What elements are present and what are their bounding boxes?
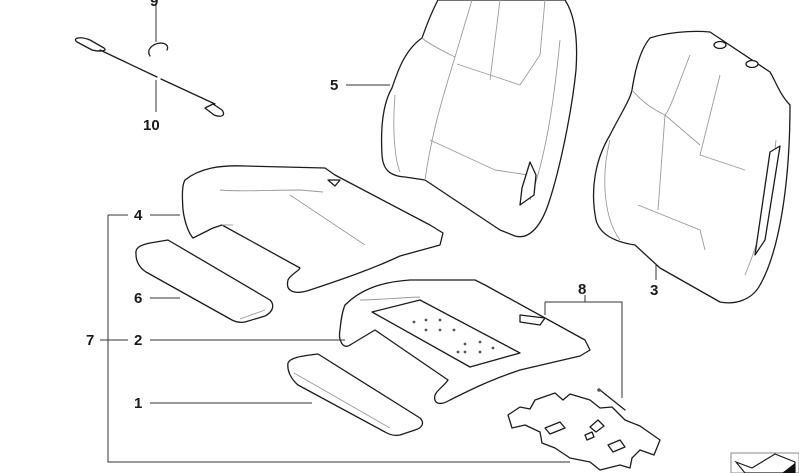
- callout-3[interactable]: 3: [650, 282, 659, 299]
- leader-8: [545, 301, 623, 398]
- seat-cover-part-4[interactable]: [181, 165, 444, 293]
- callout-6[interactable]: 6: [134, 290, 143, 307]
- heating-dots: [412, 318, 495, 354]
- assembly-bracket-7: [100, 214, 570, 463]
- part-reference-icon[interactable]: [730, 452, 799, 473]
- callout-5[interactable]: 5: [330, 77, 339, 94]
- backrest-cover-part-5[interactable]: [380, 0, 578, 238]
- heating-element-part-8[interactable]: [507, 388, 661, 471]
- callout-2[interactable]: 2: [134, 332, 143, 349]
- callout-1[interactable]: 1: [134, 395, 143, 412]
- callout-10[interactable]: 10: [143, 117, 160, 134]
- tension-wire-part-10[interactable]: [74, 37, 225, 117]
- backrest-foam-part-3[interactable]: [592, 30, 791, 304]
- seat-cushion-foam-part-2[interactable]: [338, 279, 591, 405]
- cushion-insert-part-6[interactable]: [135, 239, 274, 324]
- callout-4[interactable]: 4: [134, 207, 143, 224]
- callout-8[interactable]: 8: [578, 281, 587, 298]
- clip-part-9[interactable]: [148, 42, 169, 57]
- callout-7[interactable]: 7: [86, 332, 95, 349]
- callout-9[interactable]: 9: [150, 0, 159, 10]
- front-cushion-pad-part-1[interactable]: [287, 353, 424, 437]
